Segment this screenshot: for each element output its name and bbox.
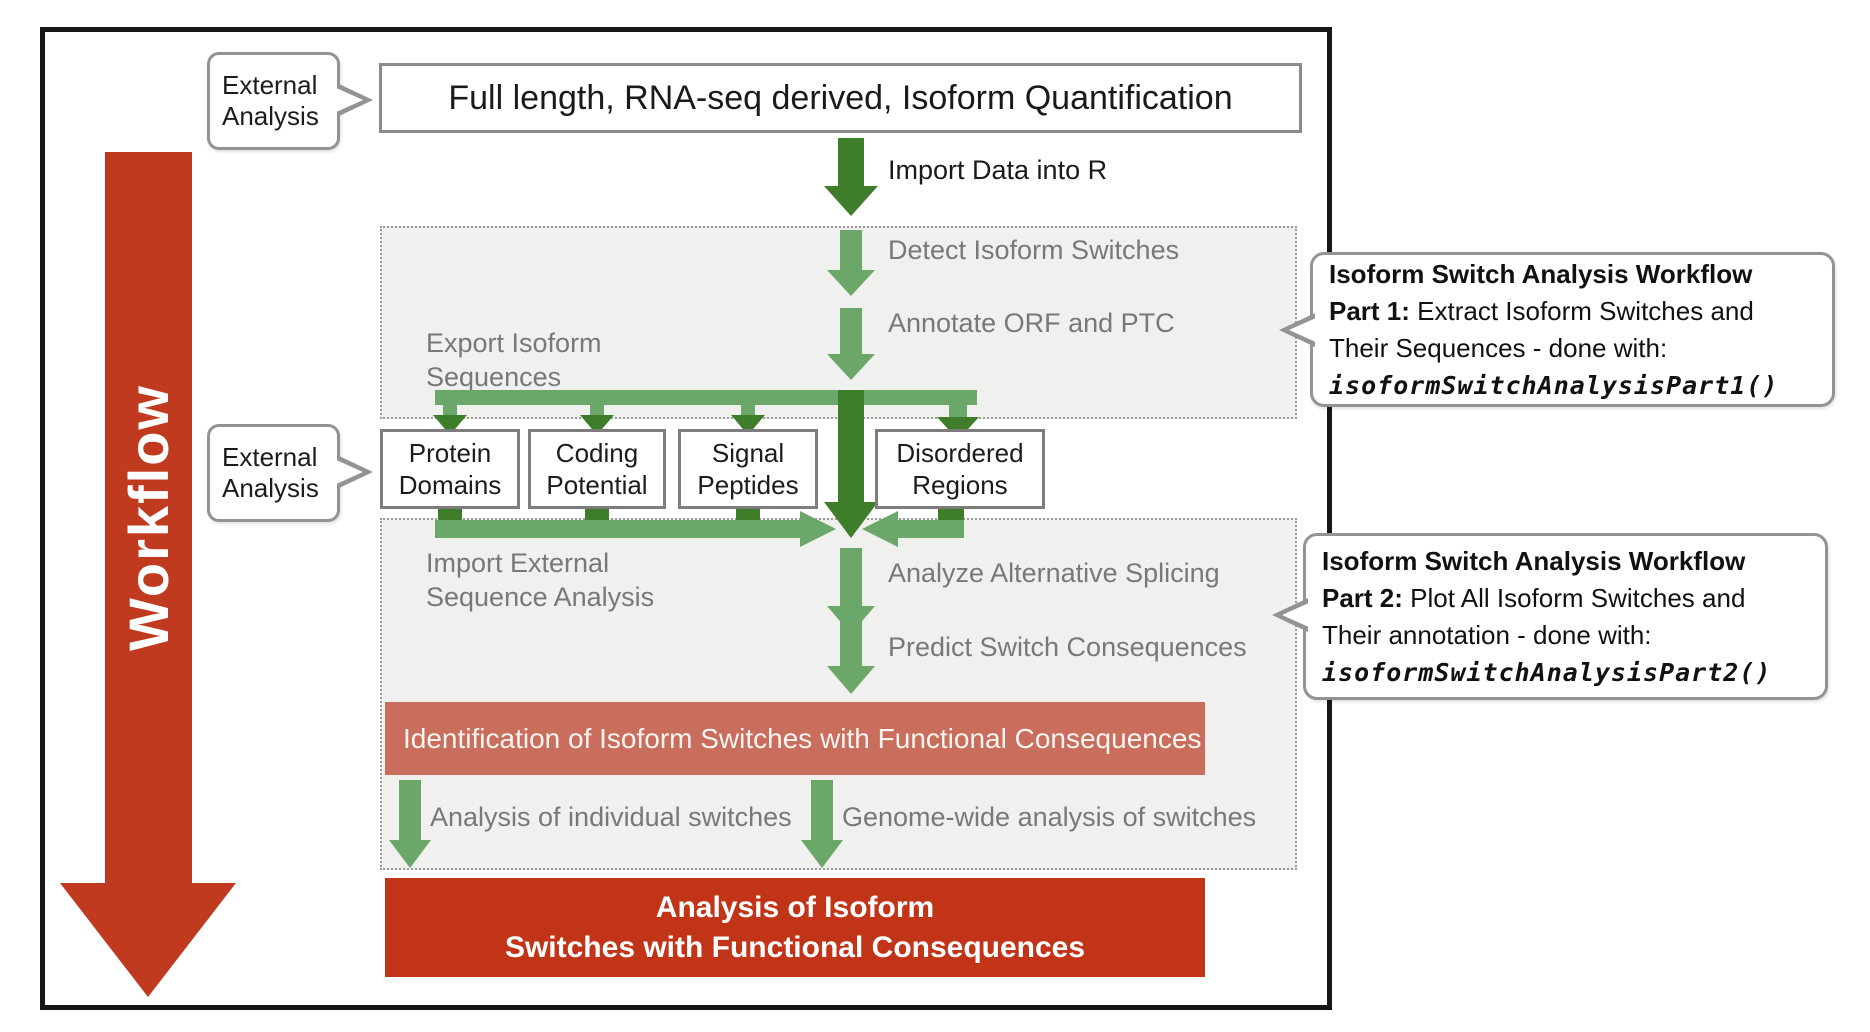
- individual-label: Analysis of individual switches: [430, 802, 792, 832]
- import-arrow: [838, 138, 864, 186]
- bar-arrow-stem: [443, 405, 457, 415]
- part2-dotted-panel: [380, 518, 1297, 870]
- predict-label: Predict Switch Consequences: [888, 632, 1247, 662]
- predict-arrowhead: [827, 666, 875, 694]
- external-analysis-callout-middle: External Analysis: [207, 424, 340, 522]
- import-bar-left-arrowhead: [862, 511, 898, 547]
- part1-rest: Extract Isoform Switches and: [1409, 295, 1754, 326]
- external-analysis-callout-top: External Analysis: [207, 52, 340, 150]
- disordered-regions-box: Disordered Regions: [875, 429, 1045, 509]
- detect-label: Detect Isoform Switches: [888, 235, 1180, 265]
- bar-arrow-stem: [590, 405, 604, 415]
- analyze-label: Analyze Alternative Splicing: [888, 558, 1220, 588]
- workflow-arrow: Workflow: [105, 152, 192, 883]
- workflow-arrow-label: Workflow: [117, 384, 180, 651]
- individual-arrowhead: [389, 840, 431, 868]
- part2-rest: Plot All Isoform Switches and: [1402, 582, 1746, 613]
- detect-arrow: [840, 230, 862, 270]
- part1-code: isoformSwitchAnalysisPart1(): [1329, 370, 1779, 400]
- stub-signal: [736, 509, 760, 522]
- signal-peptides-label: Signal Peptides: [697, 438, 799, 500]
- import-bar-right-arrowhead: [800, 511, 836, 547]
- part1-callout-pointer-fill: [1289, 317, 1318, 343]
- genome-wide-label: Genome-wide analysis of switches: [842, 802, 1257, 832]
- import-external-label: Import External Sequence Analysis: [426, 548, 655, 612]
- import-bar-left: [435, 520, 800, 538]
- external-analysis-label: External Analysis: [222, 70, 319, 131]
- final-analysis-banner: Analysis of Isoform Switches with Functi…: [385, 878, 1205, 977]
- part1-title: Isoform Switch Analysis Workflow: [1329, 258, 1753, 289]
- part1-callout: Isoform Switch Analysis Workflow Part 1:…: [1310, 252, 1835, 407]
- central-arrow: [838, 390, 864, 502]
- annotate-label: Annotate ORF and PTC: [888, 308, 1175, 338]
- stub-coding: [585, 509, 609, 522]
- predict-arrow: [840, 618, 862, 666]
- isoform-quantification-title-box: Full length, RNA-seq derived, Isoform Qu…: [379, 63, 1302, 133]
- export-isoform-label: Export Isoform Sequences: [426, 328, 602, 392]
- identification-banner-text: Identification of Isoform Switches with …: [403, 722, 1202, 754]
- import-bar-right: [898, 520, 964, 538]
- detect-arrowhead: [827, 270, 875, 296]
- callout-pointer-fill: [334, 87, 363, 113]
- protein-domains-box: Protein Domains: [380, 429, 520, 509]
- part2-code: isoformSwitchAnalysisPart2(): [1322, 657, 1772, 687]
- disordered-regions-label: Disordered Regions: [896, 438, 1024, 500]
- protein-domains-label: Protein Domains: [398, 438, 502, 500]
- annotate-arrow: [840, 308, 862, 354]
- part2-line3: Their annotation - done with:: [1322, 619, 1652, 650]
- import-arrowhead: [824, 186, 878, 216]
- bar-arrow-stem: [741, 405, 755, 415]
- stub-protein: [438, 509, 462, 522]
- identification-banner: Identification of Isoform Switches with …: [385, 702, 1205, 775]
- part1-line3: Their Sequences - done with:: [1329, 332, 1668, 363]
- part2-callout: Isoform Switch Analysis Workflow Part 2:…: [1303, 533, 1828, 700]
- export-bar: [435, 390, 977, 405]
- signal-peptides-box: Signal Peptides: [678, 429, 818, 509]
- external-analysis-label: External Analysis: [222, 442, 319, 503]
- workflow-arrowhead: [60, 883, 236, 997]
- coding-potential-label: Coding Potential: [546, 438, 648, 500]
- part1-label: Part 1:: [1329, 295, 1410, 326]
- genome-wide-arrowhead: [801, 840, 843, 868]
- part2-callout-pointer-fill: [1282, 602, 1311, 628]
- part2-label: Part 2:: [1322, 582, 1403, 613]
- final-analysis-banner-text: Analysis of Isoform Switches with Functi…: [504, 890, 1086, 964]
- callout-pointer-fill: [334, 459, 363, 485]
- individual-arrow: [399, 780, 421, 840]
- bar-arrow-stem: [949, 405, 967, 417]
- genome-wide-arrow: [811, 780, 833, 840]
- title-text: Full length, RNA-seq derived, Isoform Qu…: [448, 78, 1233, 117]
- import-data-label: Import Data into R: [888, 155, 1108, 185]
- part2-title: Isoform Switch Analysis Workflow: [1322, 545, 1746, 576]
- coding-potential-box: Coding Potential: [528, 429, 666, 509]
- annotate-arrowhead: [827, 354, 875, 380]
- analyze-arrow: [840, 548, 862, 606]
- part1-dotted-panel: [380, 226, 1297, 419]
